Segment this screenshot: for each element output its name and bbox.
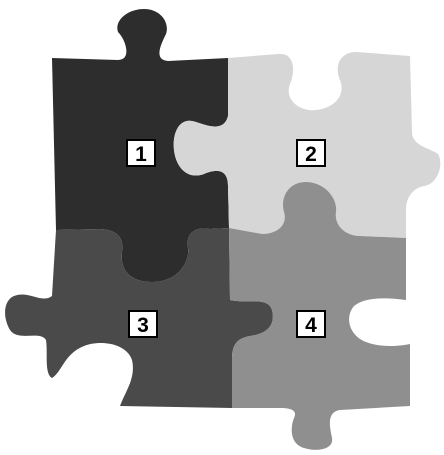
piece-label-4: 4 — [297, 311, 325, 337]
piece-label-4-text: 4 — [305, 314, 317, 337]
piece-label-3-text: 3 — [137, 314, 149, 337]
piece-label-3: 3 — [129, 311, 157, 337]
piece-label-2: 2 — [297, 140, 325, 166]
piece-label-1: 1 — [127, 140, 155, 166]
piece-label-1-text: 1 — [135, 143, 147, 166]
piece-label-2-text: 2 — [305, 143, 317, 166]
